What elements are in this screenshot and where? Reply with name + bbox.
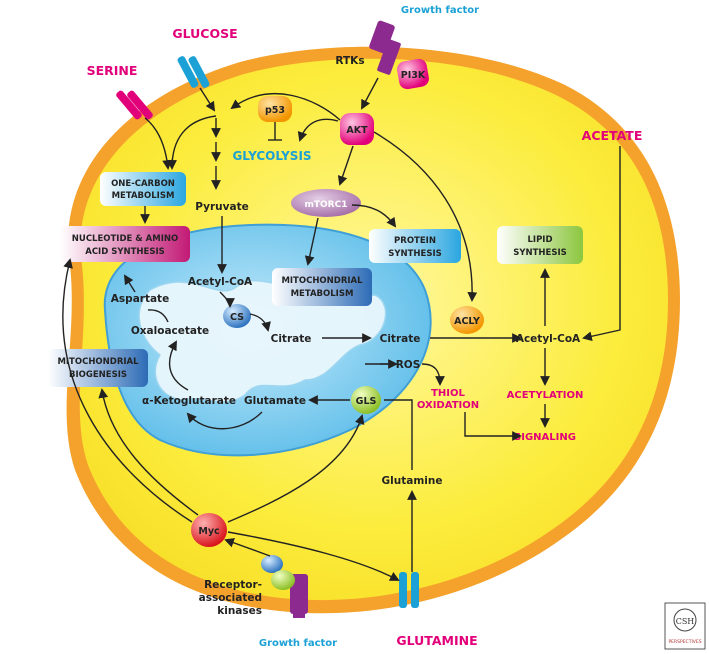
- gls-node: GLS: [351, 386, 381, 414]
- rtks-label: RTKs: [335, 55, 364, 67]
- glutamate-label: Glutamate: [244, 395, 306, 407]
- rtk-receptor-top: [369, 20, 401, 75]
- serine-label: SERINE: [87, 63, 138, 78]
- box-mito-biogenesis-line2: BIOGENESIS: [69, 370, 127, 380]
- acetyl-coa-cyto-label: Acetyl-CoA: [516, 333, 581, 345]
- alpha-ketoglutarate-label: α-Ketoglutarate: [142, 395, 236, 407]
- box-lipid-synthesis: LIPID SYNTHESIS: [497, 226, 583, 264]
- citrate-mito-label: Citrate: [271, 333, 312, 345]
- box-mito-biogenesis-line1: MITOCHONDRIAL: [57, 357, 139, 367]
- box-mitochondrial-biogenesis: MITOCHONDRIAL BIOGENESIS: [48, 349, 148, 387]
- logo-perspectives-text: PERSPECTIVES: [668, 639, 701, 645]
- glucose-transporter: [177, 56, 210, 88]
- oxaloacetate-label: Oxaloacetate: [131, 325, 209, 337]
- box-lipid-line2: SYNTHESIS: [513, 248, 567, 258]
- associated-kinase-shapes: [261, 555, 295, 590]
- arrows: [62, 77, 621, 581]
- signaling-label: SIGNALING: [514, 432, 576, 443]
- acly-node: ACLY: [450, 306, 484, 334]
- glycolysis-label: GLYCOLYSIS: [232, 149, 311, 163]
- logo-csh-text: CSH: [676, 617, 695, 626]
- box-mitochondrial-metabolism: MITOCHONDRIAL METABOLISM: [272, 268, 372, 306]
- receptor-kinases-line3: kinases: [217, 605, 262, 617]
- p53-node: p53: [258, 96, 292, 122]
- pi3k-label: PI3K: [401, 70, 426, 81]
- box-protein-line1: PROTEIN: [394, 236, 436, 246]
- akt-label: AKT: [346, 125, 368, 136]
- gls-label: GLS: [356, 396, 377, 407]
- p53-label: p53: [265, 105, 285, 116]
- csh-perspectives-logo: CSH PERSPECTIVES: [664, 602, 706, 650]
- acetylation-label: ACETYLATION: [507, 390, 584, 401]
- box-one-carbon-line2: METABOLISM: [112, 191, 175, 201]
- thiol-oxidation-line2: OXIDATION: [417, 400, 479, 411]
- pyruvate-label: Pyruvate: [195, 201, 248, 213]
- aspartate-label: Aspartate: [111, 293, 169, 305]
- mtorc1-label: mTORC1: [305, 200, 348, 210]
- receptor-bottom: [290, 574, 308, 618]
- box-protein-synthesis: PROTEIN SYNTHESIS: [369, 229, 461, 263]
- mitochondrion-cristae: [138, 275, 387, 403]
- pi3k-node: PI3K: [397, 58, 429, 90]
- receptor-kinases-line2: associated: [199, 592, 262, 604]
- box-nucleotide-line1: NUCLEOTIDE & AMINO: [72, 234, 178, 244]
- box-one-carbon-metabolism: ONE-CARBON METABOLISM: [100, 172, 186, 206]
- box-mito-metabolism-line1: MITOCHONDRIAL: [281, 276, 363, 286]
- box-lipid-line1: LIPID: [527, 235, 552, 245]
- acetate-label: ACETATE: [582, 128, 643, 143]
- citrate-cyto-label: Citrate: [380, 333, 421, 345]
- cs-node: CS: [223, 304, 251, 328]
- box-protein-line2: SYNTHESIS: [388, 249, 442, 259]
- box-mito-metabolism-line2: METABOLISM: [291, 289, 354, 299]
- acly-label: ACLY: [454, 316, 480, 327]
- akt-node: AKT: [340, 113, 374, 145]
- growth-factor-top-label: Growth factor: [401, 5, 479, 16]
- myc-node: Myc: [191, 513, 227, 547]
- thiol-oxidation-line1: THIOL: [431, 388, 465, 399]
- mtorc1-node: mTORC1: [291, 189, 361, 217]
- receptor-kinases-line1: Receptor-: [204, 579, 262, 591]
- acetyl-coa-mito-label: Acetyl-CoA: [188, 276, 253, 288]
- glutamine-transporter: [399, 572, 419, 608]
- cs-label: CS: [230, 312, 244, 323]
- myc-label: Myc: [198, 526, 219, 537]
- growth-factor-bottom-label: Growth factor: [259, 638, 337, 649]
- ros-label: ROS: [396, 359, 421, 371]
- serine-transporter: [116, 90, 153, 120]
- glutamine-external-label: GLUTAMINE: [396, 633, 477, 648]
- box-nucleotide-synthesis: NUCLEOTIDE & AMINO ACID SYNTHESIS: [60, 226, 190, 262]
- box-one-carbon-line1: ONE-CARBON: [111, 179, 175, 189]
- box-nucleotide-line2: ACID SYNTHESIS: [85, 247, 165, 257]
- glutamine-internal-label: Glutamine: [382, 475, 443, 487]
- glucose-label: GLUCOSE: [172, 26, 237, 41]
